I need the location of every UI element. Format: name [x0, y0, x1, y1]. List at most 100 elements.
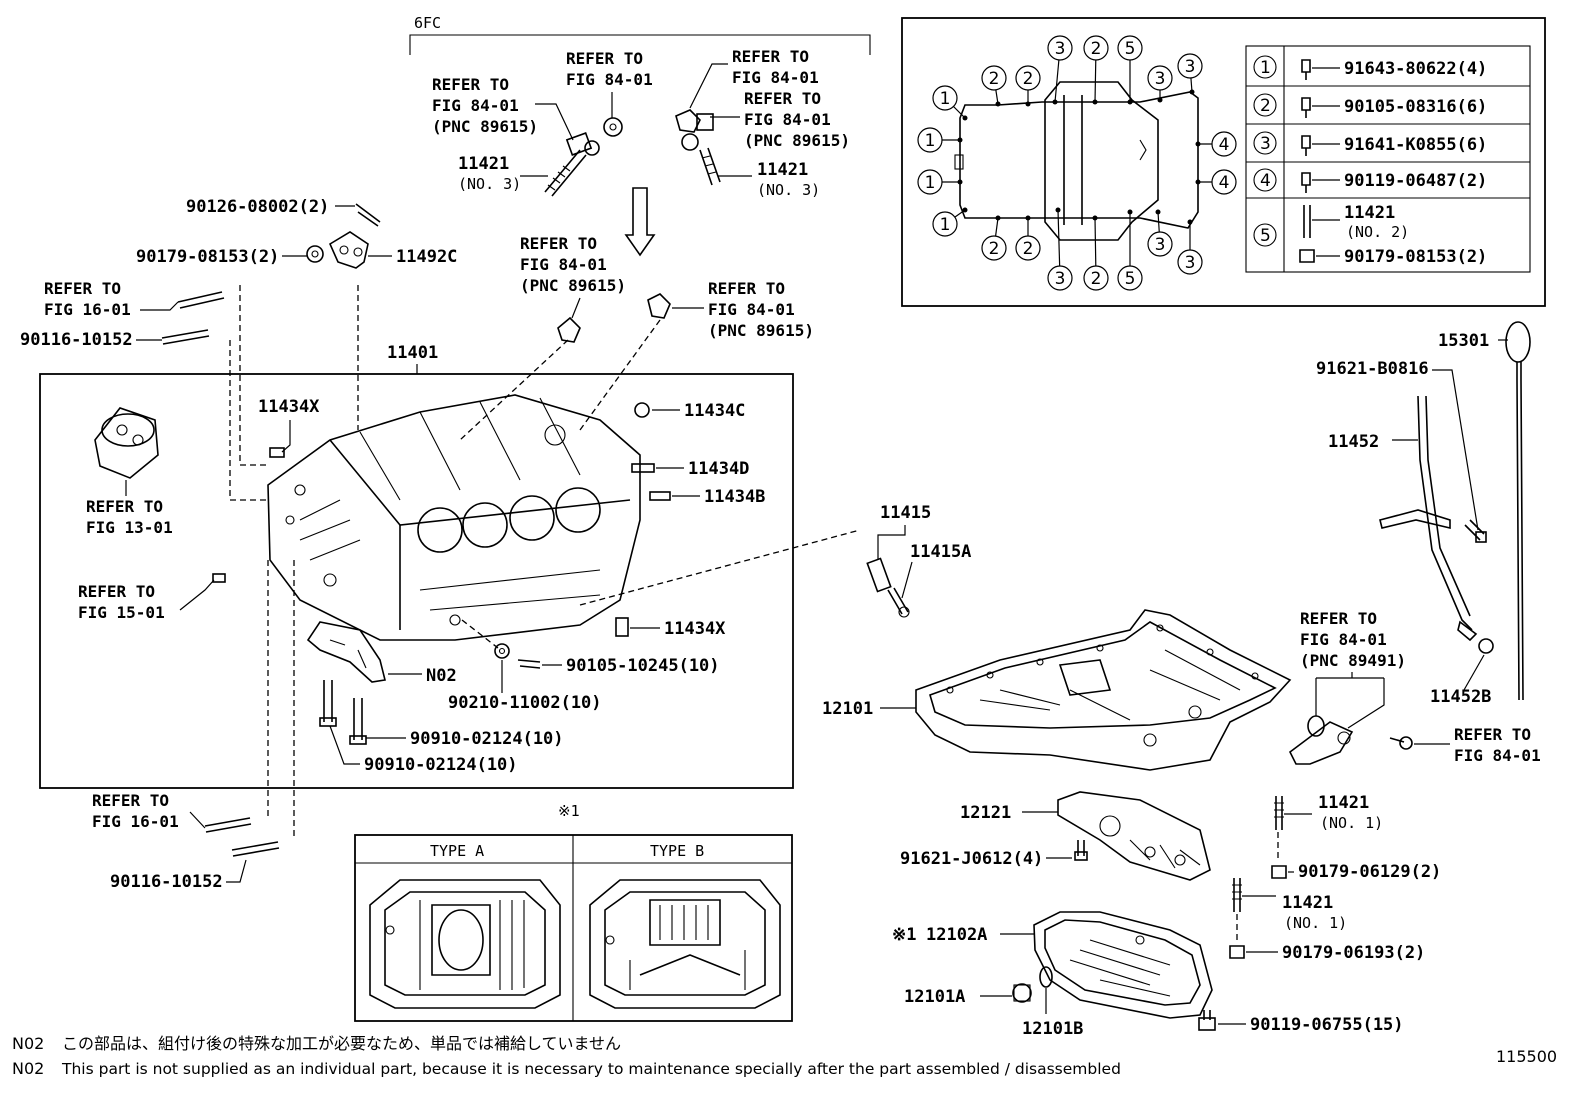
pan-bolt-pattern-icon: [954, 81, 1199, 241]
sensor-area-mid: REFER TO FIG 84-01 (PNC 89615) REFER TO …: [520, 234, 814, 343]
pin-11434x-top-icon: [269, 447, 285, 458]
part-91621-j0612: 91621-J0612(4): [900, 849, 1043, 869]
ref-fig-16-01-top-l2: FIG 16-01: [44, 300, 131, 319]
bolt-hole-dot: [1025, 101, 1031, 107]
bolt-90119-06755-icon: [1198, 1010, 1216, 1031]
part-11434d: 11434D: [688, 459, 749, 479]
part-91621-b0816: 91621-B0816: [1316, 359, 1429, 379]
legend-row-5-part: 11421: [1344, 203, 1395, 223]
dipstick-group: 15301 91621-B0816 11452 11452B: [1316, 321, 1531, 707]
ref-fig-84-01-pnc-d-l3: (PNC 89615): [708, 321, 814, 340]
ref-fig-84-01-pnc-a-l3: (PNC 89615): [432, 117, 538, 136]
bolt-callout-label: 4: [1219, 173, 1230, 193]
ref-fig-84-01-right-l1: REFER TO: [1454, 725, 1531, 744]
bolt-callout-circle: [1047, 265, 1073, 291]
washer-90210-icon: [494, 643, 510, 659]
legend-row-2-num: 2: [1260, 96, 1271, 116]
ref-fig-16-01-bottom-l2: FIG 16-01: [92, 812, 179, 831]
bolt-callout-circle: [1015, 235, 1041, 261]
pin-11434d-icon: [631, 463, 655, 473]
bolt-callout-circle: [1047, 35, 1073, 61]
level-sensor-icon: [1288, 715, 1354, 765]
part-90179-06193: 90179-06193(2): [1282, 943, 1425, 963]
bolt-callout-circle: [917, 169, 943, 195]
part-15301: 15301: [1438, 331, 1489, 351]
part-90179-06129: 90179-06129(2): [1298, 862, 1441, 882]
nut-90179-icon: [306, 245, 324, 263]
part-90119-06755: 90119-06755(15): [1250, 1015, 1404, 1035]
part-11421-left-no: (NO. 3): [458, 175, 521, 193]
ref-fig-84-01-pnc-b-l3: (PNC 89615): [744, 131, 850, 150]
legend-row-1: 1 91643-80622(4): [1253, 55, 1487, 80]
bolt-hole-dot: [1189, 89, 1195, 95]
legend-row-2-part: 90105-08316(6): [1344, 97, 1487, 117]
part-11421-no1-a-no: (NO. 1): [1320, 814, 1383, 832]
bolt-callout-label: 2: [1023, 69, 1034, 89]
part-11421-left: 11421: [458, 154, 509, 174]
part-11434c: 11434C: [684, 401, 745, 421]
bolt-hole-dot: [957, 179, 963, 185]
part-12101: 12101: [822, 699, 873, 719]
bolt-callout-circle: [1147, 231, 1173, 257]
knock-sensor-b-icon: [647, 293, 671, 319]
legend-row-5: 5 11421 (NO. 2) 90179-08153(2): [1253, 203, 1487, 267]
ref-fig-84-01-right-top-l2: FIG 84-01: [732, 68, 819, 87]
ref-fig-84-01-right-l2: FIG 84-01: [1454, 746, 1541, 765]
bolt-callout-circle: [1083, 265, 1109, 291]
bolt-callout-label: 1: [940, 89, 951, 109]
oring-11452b-icon: [1478, 638, 1494, 654]
part-11434b: 11434B: [704, 487, 765, 507]
sensor-area-top: REFER TO FIG 84-01 (PNC 89615) REFER TO …: [432, 47, 850, 257]
bolt-hole-dot: [1127, 99, 1133, 105]
figure-id: 115500: [1496, 1047, 1557, 1066]
bolt-hole-dot: [1025, 215, 1031, 221]
bolt-hole-dot: [962, 207, 968, 213]
ref-fig-84-01-pnc-89491-l1: REFER TO: [1300, 609, 1377, 628]
part-11421-no1-b-no: (NO. 1): [1284, 914, 1347, 932]
bolt-callout-label: 3: [1185, 253, 1196, 273]
bolt-callout-label: 2: [989, 239, 1000, 259]
bolt-hole-dot: [1092, 99, 1098, 105]
bolt-callout-label: 5: [1125, 269, 1136, 289]
bolt-callout-circle: [1211, 131, 1237, 157]
oil-pan-12101-group: 12101: [822, 609, 1292, 771]
ref-fig-84-01-pnc-c-l1: REFER TO: [520, 234, 597, 253]
bolt-hole-dot: [1055, 207, 1061, 213]
bolt-callout-circle: [981, 235, 1007, 261]
legend-row-4-num: 4: [1260, 171, 1271, 191]
dipstick-15301-icon: [1505, 321, 1531, 701]
stud-90116-top-icon: [161, 329, 210, 345]
bolt-callout-circle: [1117, 35, 1143, 61]
sensor-part-b: [675, 109, 714, 151]
bolt-callout-label: 3: [1185, 57, 1196, 77]
ref-fig-84-01-top-l2: FIG 84-01: [566, 70, 653, 89]
bolt-hole-dot: [1187, 219, 1193, 225]
bolt-hole-dot: [1195, 179, 1201, 185]
bolt-callout-circle: [917, 127, 943, 153]
bolt-callout-label: 2: [1091, 269, 1102, 289]
pin-11434b-icon: [649, 491, 671, 501]
bolt-callout-label: 1: [940, 215, 951, 235]
oil-pan-12101-icon: [915, 609, 1292, 771]
legend-row-3: 3 91641-K0855(6): [1253, 131, 1487, 156]
stud-11421-no1-a-icon: [1274, 796, 1284, 830]
bolt-callout-label: 3: [1055, 39, 1066, 59]
oil-pan-12102a-icon: [1033, 911, 1213, 1019]
ref-fig-84-01-pnc-b-l1: REFER TO: [744, 89, 821, 108]
bolt-hole-dot: [962, 115, 968, 121]
legend-row-4: 4 90119-06487(2): [1253, 168, 1487, 193]
bolt-callout-circle: [1147, 65, 1173, 91]
ref-fig-84-01-pnc-b-l2: FIG 84-01: [744, 110, 831, 129]
bolt-91621-b0816-icon: [1464, 519, 1487, 543]
ref-fig-13-01-l2: FIG 13-01: [86, 518, 173, 537]
ref-fig-84-01-pnc-a-l1: REFER TO: [432, 75, 509, 94]
group-6fc-bracket: 6FC: [409, 14, 871, 55]
stud-11421-right: [699, 147, 721, 186]
bolt-callout-label: 1: [925, 173, 936, 193]
valve-11415-group: 11415 11415A: [866, 503, 971, 618]
valve-11415-icon: [866, 557, 910, 618]
ref-fig-84-01-pnc-89491-l2: FIG 84-01: [1300, 630, 1387, 649]
